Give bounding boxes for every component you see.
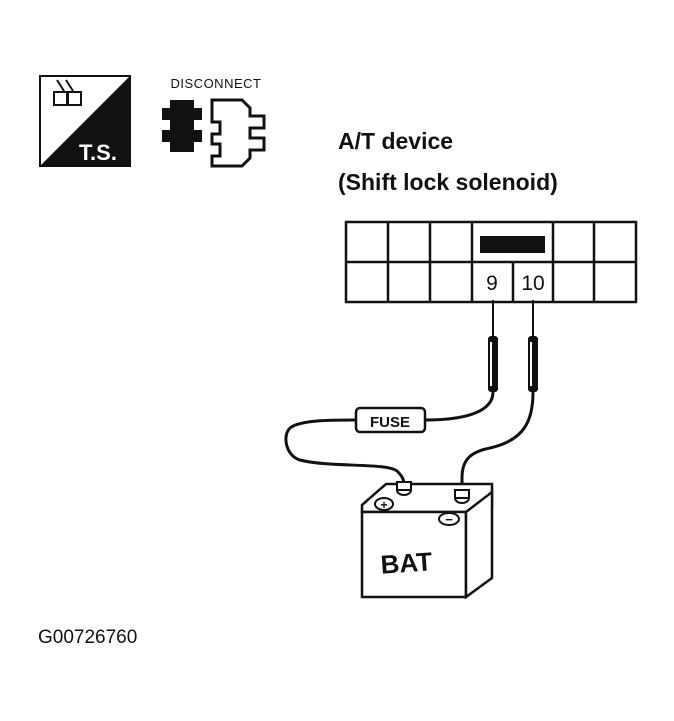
positive-cap xyxy=(374,497,394,511)
connector-socket-icon xyxy=(210,98,266,168)
battery-negative-terminal xyxy=(454,489,470,504)
negative-symbol: − xyxy=(445,512,453,527)
fuse-label: FUSE xyxy=(370,414,410,431)
wire-fuse-to-positive xyxy=(284,418,406,488)
troubleshooting-icon: T.S. xyxy=(39,75,131,167)
wire-to-negative xyxy=(460,390,535,494)
connector-block: 9 10 xyxy=(344,220,638,304)
wire-to-fuse xyxy=(423,390,495,422)
battery-label: BAT xyxy=(380,546,434,580)
positive-symbol: + xyxy=(380,498,387,512)
figure-id: G00726760 xyxy=(38,627,137,648)
negative-cap xyxy=(438,512,460,526)
terminal-9: 9 xyxy=(486,272,498,295)
test-probe-right xyxy=(528,300,538,392)
test-probe-left xyxy=(488,300,498,392)
disconnect-label: DISCONNECT xyxy=(171,76,262,91)
connector-probe-icon xyxy=(53,79,82,106)
ts-label: T.S. xyxy=(79,140,117,165)
connector-lock-tab xyxy=(480,236,545,253)
connector-plug-icon xyxy=(162,100,202,152)
device-subtitle: (Shift lock solenoid) xyxy=(338,169,558,195)
battery: + − BAT xyxy=(360,481,494,600)
disconnect-icon: DISCONNECT xyxy=(162,76,266,168)
fuse: FUSE xyxy=(354,406,427,434)
device-title: A/T device xyxy=(338,128,453,154)
battery-positive-terminal xyxy=(396,481,412,496)
terminal-10: 10 xyxy=(521,272,544,295)
